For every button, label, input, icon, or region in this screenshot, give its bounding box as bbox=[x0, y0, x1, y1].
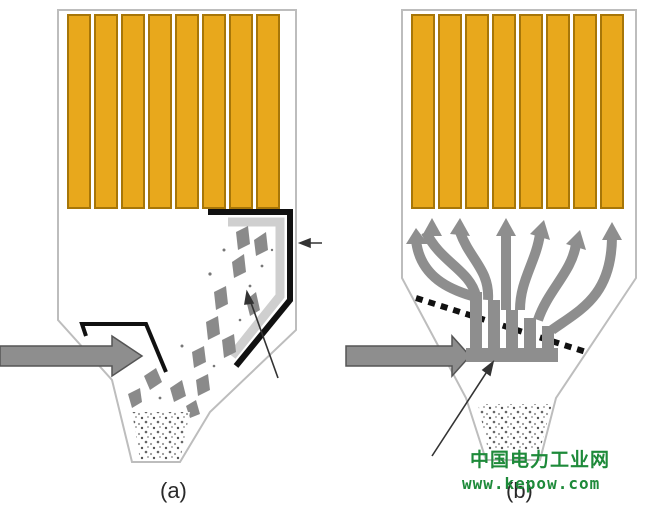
flow-shadow-a bbox=[228, 217, 285, 359]
flow-channels-b bbox=[466, 292, 558, 362]
inlet-arrow-a bbox=[0, 334, 144, 378]
panel-b bbox=[345, 9, 637, 461]
flow-arrowheads-b bbox=[406, 218, 622, 250]
particle-dots-a bbox=[158, 248, 274, 400]
inlet-arrow-b bbox=[345, 334, 472, 378]
watermark-url: www.kepow.com bbox=[462, 474, 601, 493]
flow-arrows-b bbox=[411, 229, 617, 335]
pointer-arrows-a bbox=[244, 237, 322, 379]
filter-bags-b bbox=[411, 14, 624, 209]
panel-a bbox=[0, 9, 322, 463]
inlet-baffle-a bbox=[79, 322, 168, 373]
dust-pile-b bbox=[478, 404, 552, 450]
panel-b-label: (b) bbox=[506, 478, 533, 503]
watermark-title: 中国电力工业网 bbox=[470, 449, 611, 471]
panel-a-label: (a) bbox=[160, 478, 187, 503]
pointer-arrow-b bbox=[431, 359, 495, 457]
distribution-plate-b bbox=[415, 295, 587, 355]
wall-a bbox=[208, 209, 293, 368]
filter-bags-a bbox=[67, 14, 280, 209]
dust-pile-a bbox=[132, 412, 190, 460]
